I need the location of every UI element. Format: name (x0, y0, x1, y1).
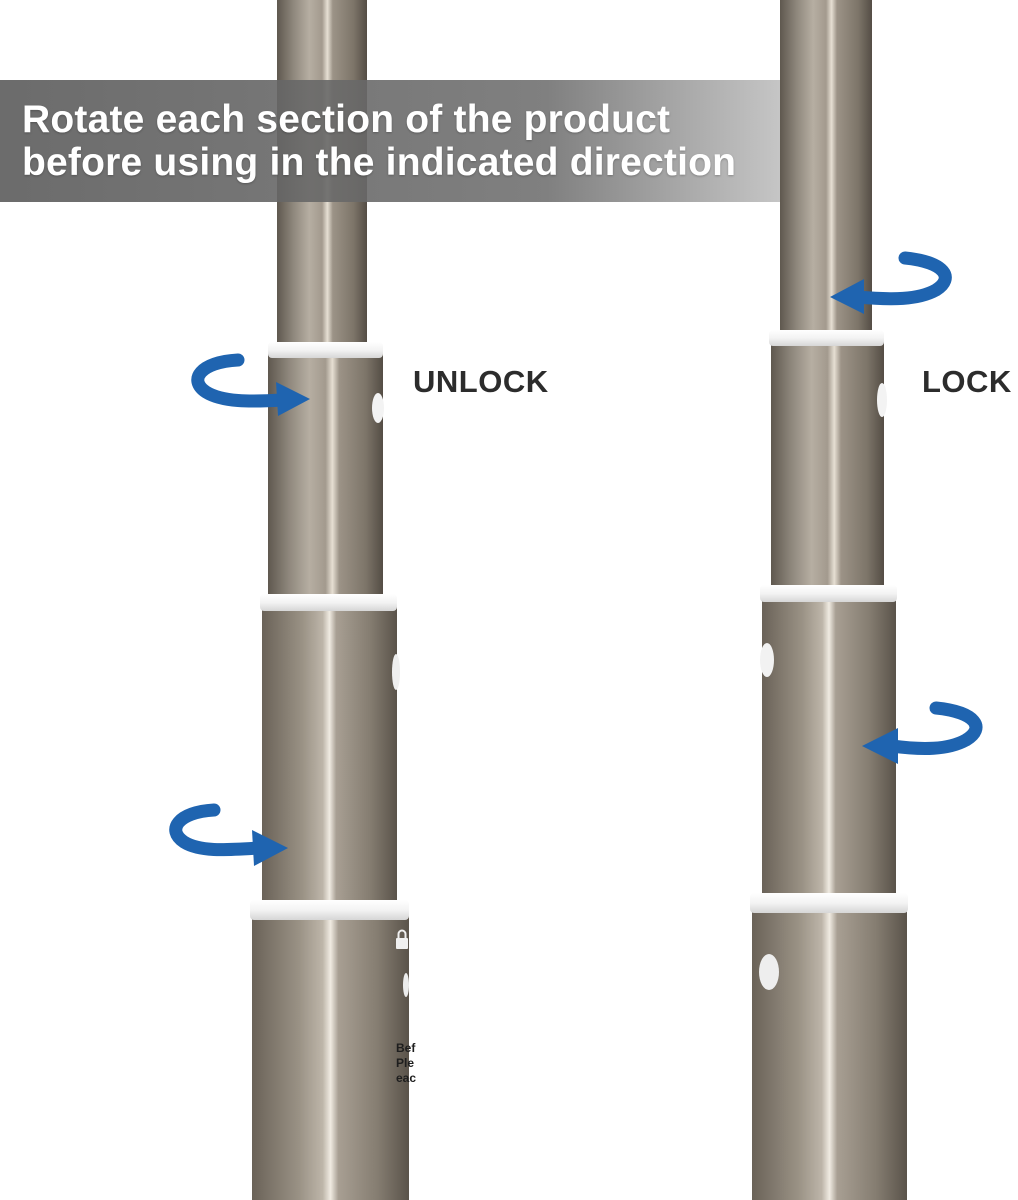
instruction-line-2: before using in the indicated direction (22, 141, 737, 184)
lock-hole (392, 654, 400, 690)
padlock-icon (396, 929, 408, 949)
rotate-arrow-icon (191, 353, 310, 416)
lock-hole (372, 393, 384, 423)
rotate-arrow-icon (862, 701, 983, 764)
svg-text:Ple: Ple (396, 1056, 414, 1070)
instruction-banner (0, 80, 780, 202)
collar-ring (268, 342, 383, 358)
lock-hole (759, 954, 779, 990)
left-pole (250, 0, 409, 1200)
collar-ring (769, 330, 884, 346)
unlock-label: UNLOCK (413, 364, 549, 399)
collar-ring (760, 585, 897, 602)
lock-hole (760, 643, 774, 677)
lock-hole (877, 383, 887, 417)
collar-ring (750, 893, 908, 913)
rotate-arrow-icon (169, 803, 288, 866)
pole-small-print: Bef Ple eac (396, 1041, 416, 1085)
collar-ring (250, 900, 409, 920)
svg-text:Bef: Bef (396, 1041, 416, 1055)
lock-label: LOCK (922, 364, 1012, 399)
instruction-line-1: Rotate each section of the product (22, 98, 671, 141)
collar-ring (260, 594, 397, 611)
lock-hole (403, 973, 409, 997)
right-pole (750, 0, 908, 1200)
svg-text:eac: eac (396, 1071, 416, 1085)
rotate-arrow-icon (830, 251, 952, 314)
instruction-text: Rotate each section of the product befor… (22, 98, 792, 184)
